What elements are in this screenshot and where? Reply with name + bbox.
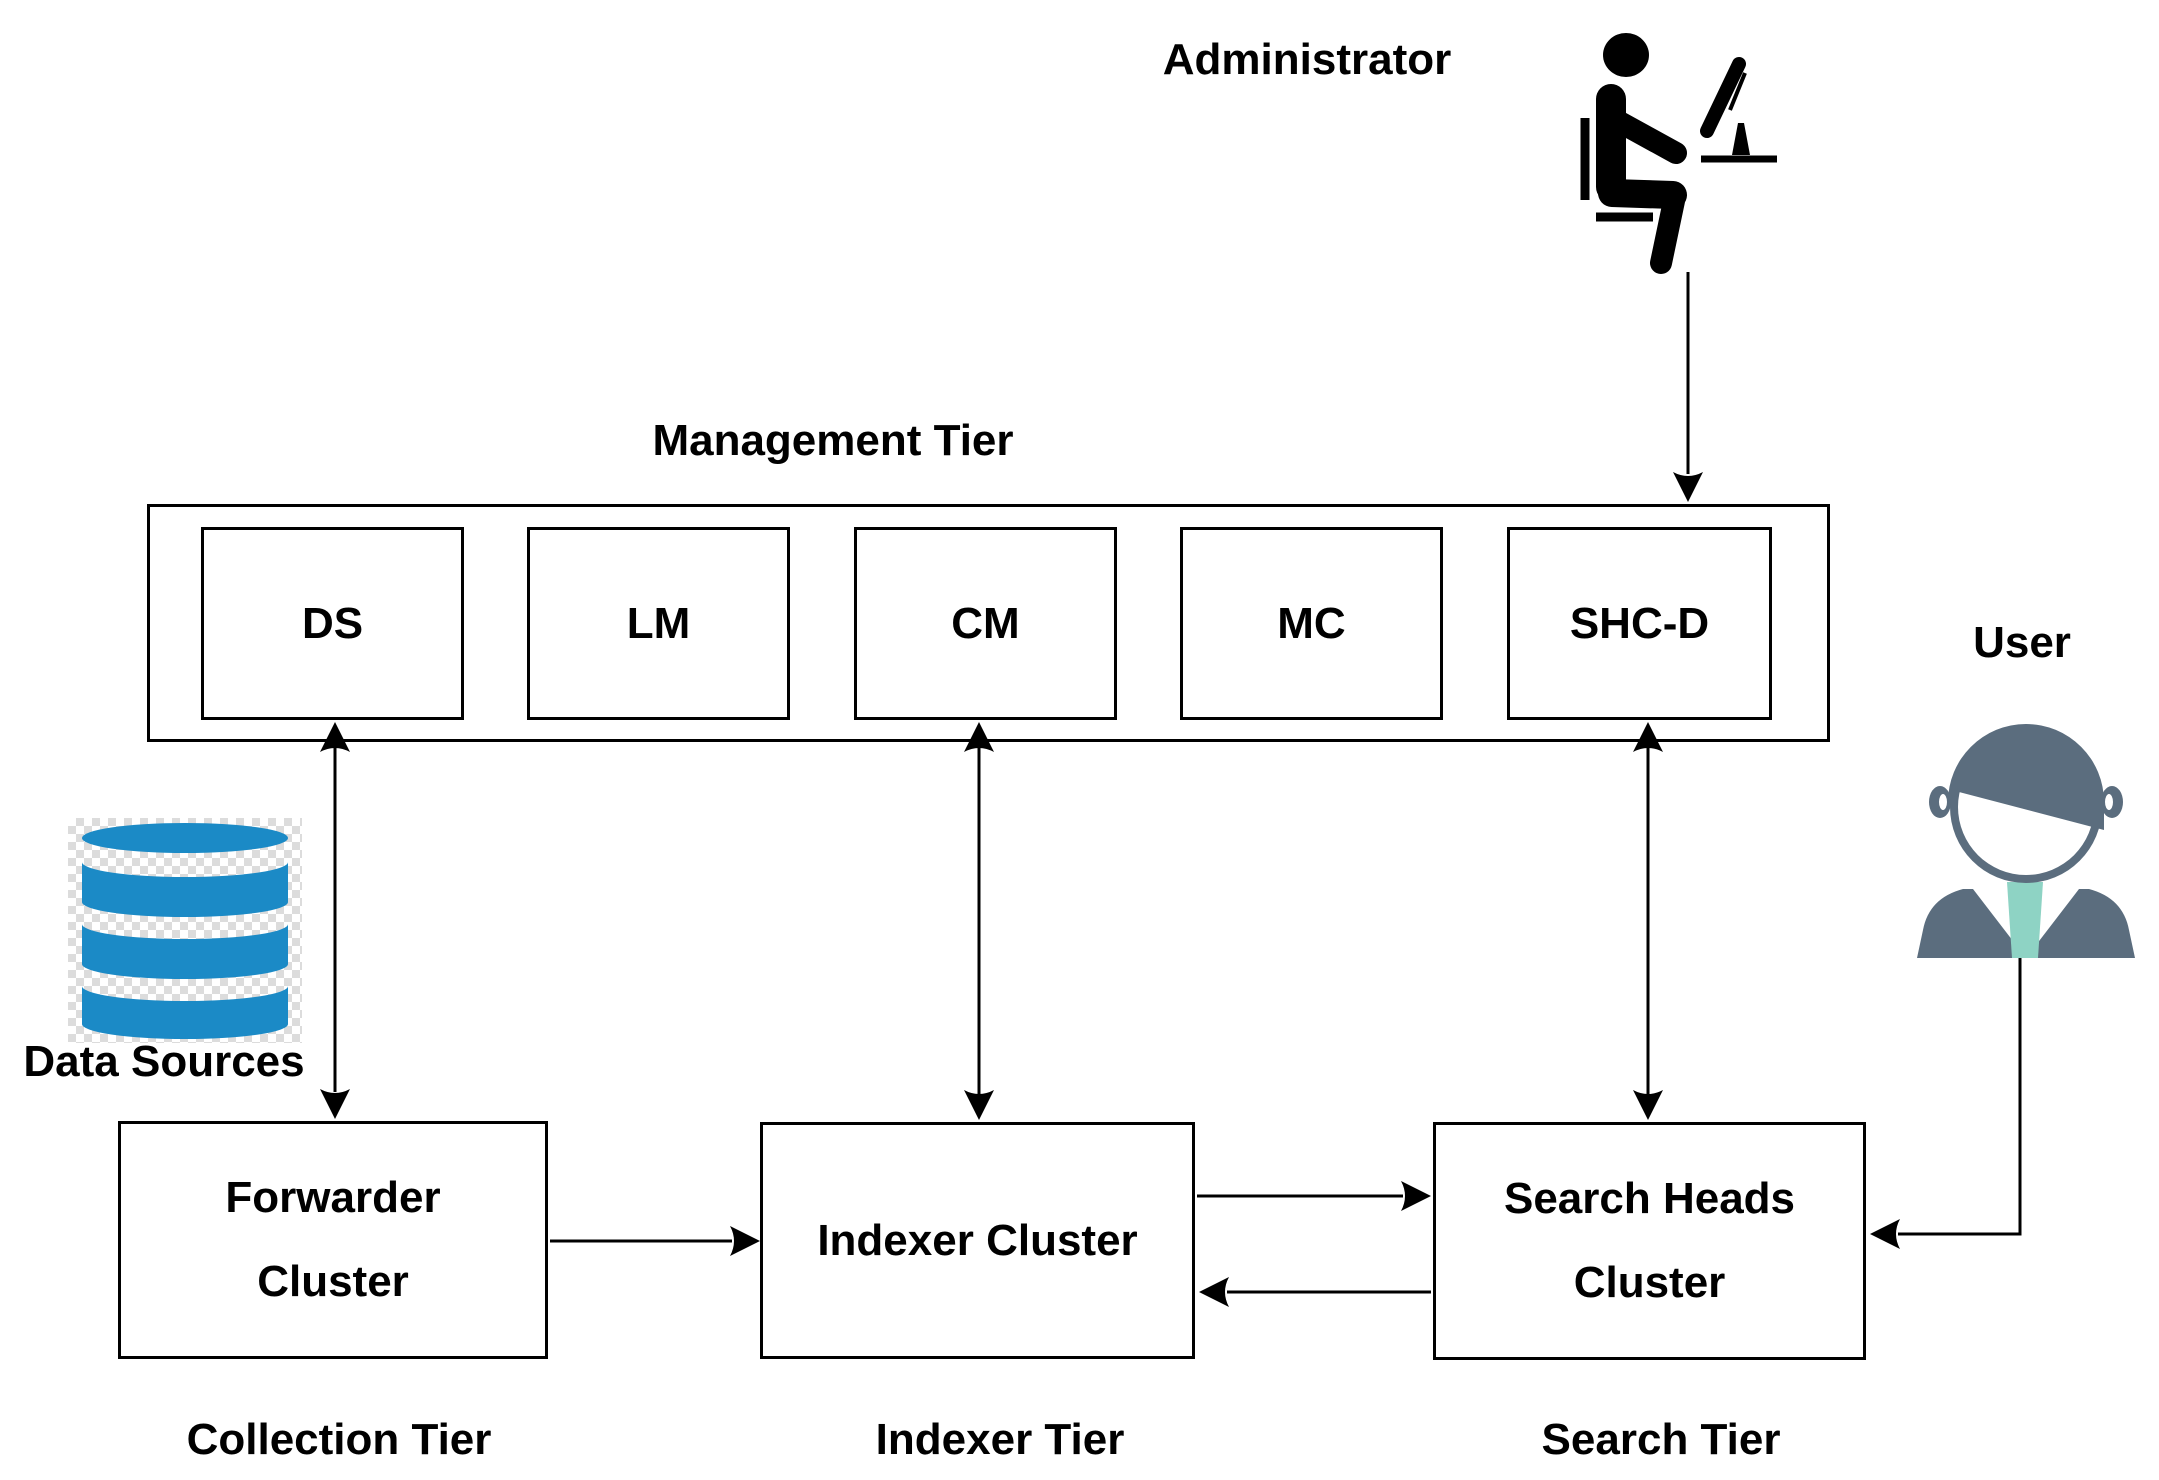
- node-label-cm: CM: [951, 598, 1020, 648]
- admin-shin: [1650, 190, 1685, 274]
- arrow-shcd-search-head-down: [1633, 1090, 1663, 1120]
- arrow-forwarder-to-indexer-head: [730, 1226, 760, 1256]
- node-box-cm: CM: [854, 527, 1117, 720]
- person-bust-icon-svg: [1917, 724, 2135, 958]
- management-tier-label: Management Tier: [652, 416, 1014, 465]
- database-icon: [68, 818, 302, 1043]
- arrow-search-to-indexer-head: [1199, 1277, 1229, 1307]
- node-box-ds: DS: [201, 527, 464, 720]
- arrow-admin-to-management-head: [1673, 472, 1703, 502]
- arrow-user-to-search-shaft: [1898, 958, 2022, 1236]
- admin-arm: [1605, 109, 1687, 164]
- user-ear-left-inner: [1939, 794, 1947, 810]
- search-heads-cluster-label-line1: Search Heads: [1503, 1174, 1796, 1223]
- forwarder-cluster-label-line1: Forwarder: [225, 1173, 441, 1222]
- admin-thigh: [1598, 179, 1687, 209]
- database-band-1: [82, 862, 288, 917]
- person-at-desk-icon-svg: [1580, 33, 1777, 274]
- admin-monitor-stand: [1732, 123, 1750, 155]
- arrow-ds-forwarder-head-down: [320, 1089, 350, 1119]
- node-label-mc: MC: [1277, 598, 1346, 648]
- data-sources-label: Data Sources: [23, 1037, 305, 1086]
- admin-monitor-back: [1728, 72, 1747, 111]
- search-heads-cluster-label-line2: Cluster: [1573, 1258, 1726, 1307]
- node-box-mc: MC: [1180, 527, 1443, 720]
- user-hair: [1948, 724, 2104, 830]
- search-heads-cluster-box: Search Heads Cluster: [1433, 1122, 1866, 1360]
- node-box-lm: LM: [527, 527, 790, 720]
- user-label: User: [1973, 618, 2071, 667]
- user-tie: [2007, 882, 2043, 958]
- person-bust-icon: [1915, 692, 2137, 958]
- arrow-cm-indexer-head-down: [964, 1090, 994, 1120]
- search-tier-label: Search Tier: [1541, 1415, 1781, 1464]
- person-at-desk-icon: [1560, 15, 1790, 275]
- database-icon-svg: [82, 823, 288, 1039]
- admin-head: [1603, 33, 1649, 77]
- node-box-shcd: SHC-D: [1507, 527, 1772, 720]
- arrow-indexer-to-search-head: [1401, 1181, 1431, 1211]
- database-top-ellipse: [82, 823, 288, 853]
- node-label-lm: LM: [626, 598, 691, 648]
- admin-monitor-screen: [1700, 57, 1746, 138]
- collection-tier-label: Collection Tier: [186, 1415, 492, 1464]
- indexer-tier-label: Indexer Tier: [875, 1415, 1125, 1464]
- arrow-user-to-search-head: [1870, 1219, 1900, 1249]
- forwarder-cluster-label-line2: Cluster: [257, 1257, 409, 1306]
- node-label-shcd: SHC-D: [1569, 598, 1710, 648]
- node-label-ds: DS: [301, 598, 364, 648]
- forwarder-cluster-box: Forwarder Cluster: [118, 1121, 548, 1359]
- indexer-cluster-label: Indexer Cluster: [817, 1215, 1138, 1265]
- user-ear-right-inner: [2105, 794, 2113, 810]
- database-band-2: [82, 924, 288, 979]
- administrator-label: Administrator: [1162, 35, 1452, 84]
- indexer-cluster-box: Indexer Cluster: [760, 1122, 1195, 1359]
- database-band-3: [82, 986, 288, 1039]
